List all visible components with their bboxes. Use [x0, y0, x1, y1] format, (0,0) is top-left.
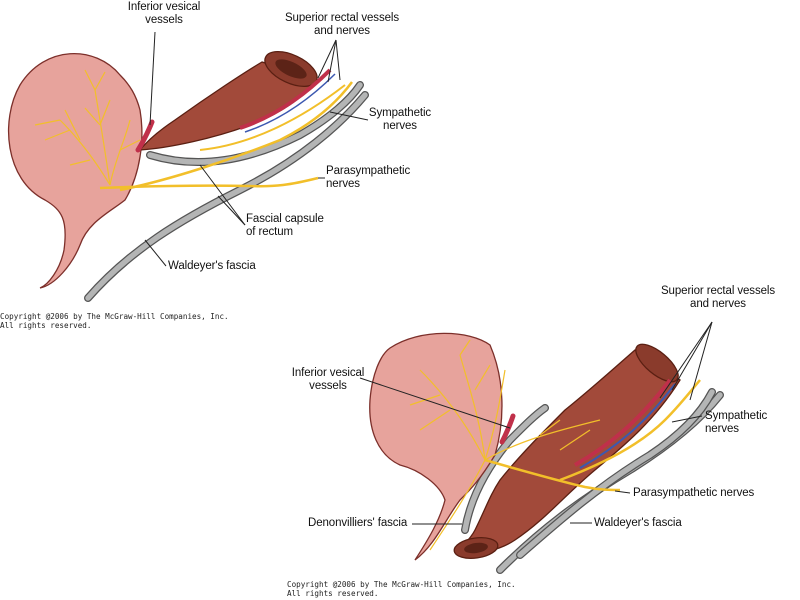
lower-copyright: Copyright @2006 by The McGraw-Hill Compa… — [287, 580, 516, 598]
upper-figure — [7, 31, 369, 302]
upper-label-waldeyer: Waldeyer's fascia — [168, 260, 256, 272]
upper-label-parasympathetic: Parasympathetic nerves — [326, 165, 411, 190]
lower-superior-rectal-vessels — [574, 378, 672, 467]
upper-label-superior-rectal: Superior rectal vessels and nerves — [284, 12, 400, 37]
lower-rectum-lumen-top — [635, 343, 679, 383]
lower-label-superior-rectal: Superior rectal vessels and nerves — [660, 285, 776, 310]
upper-leader-lines — [144, 31, 369, 267]
upper-label-sympathetic: Sympathetic nerves — [368, 107, 432, 132]
upper-label-inferior-vesical-vessels: Inferior vesical vessels — [127, 1, 201, 26]
lower-label-sympathetic: Sympathetic nerves — [705, 410, 768, 435]
lower-inferior-vesical-vessel — [499, 413, 516, 445]
lower-label-waldeyer: Waldeyer's fascia — [594, 517, 682, 529]
lower-figure — [359, 321, 724, 574]
lower-label-parasympathetic: Parasympathetic nerves — [633, 487, 755, 499]
lower-sympathetic-nerve — [559, 379, 701, 482]
upper-superior-rectal-vessels — [239, 68, 332, 130]
lower-label-inferior-vesical-vessels: Inferior vesical vessels — [291, 367, 365, 392]
lower-parasympathetic-nerve — [484, 458, 621, 492]
lower-label-denonvilliers: Denonvilliers' fascia — [308, 517, 408, 529]
upper-parasympathetic-nerve — [99, 176, 319, 190]
upper-sympathetic-nerve-2 — [199, 84, 346, 151]
upper-label-fascial-capsule: Fascial capsule of rectum — [246, 213, 324, 238]
upper-sympathetic-nerve — [119, 81, 354, 192]
upper-bladder-nerve-branches — [34, 69, 141, 186]
lower-bladder — [369, 332, 503, 561]
upper-inferior-vesical-vessel — [135, 119, 155, 153]
upper-copyright: Copyright @2006 by The McGraw-Hill Compa… — [0, 312, 229, 330]
lower-leader-lines — [359, 321, 713, 525]
lower-bladder-nerve-branches — [409, 339, 601, 551]
upper-bladder — [7, 53, 143, 289]
